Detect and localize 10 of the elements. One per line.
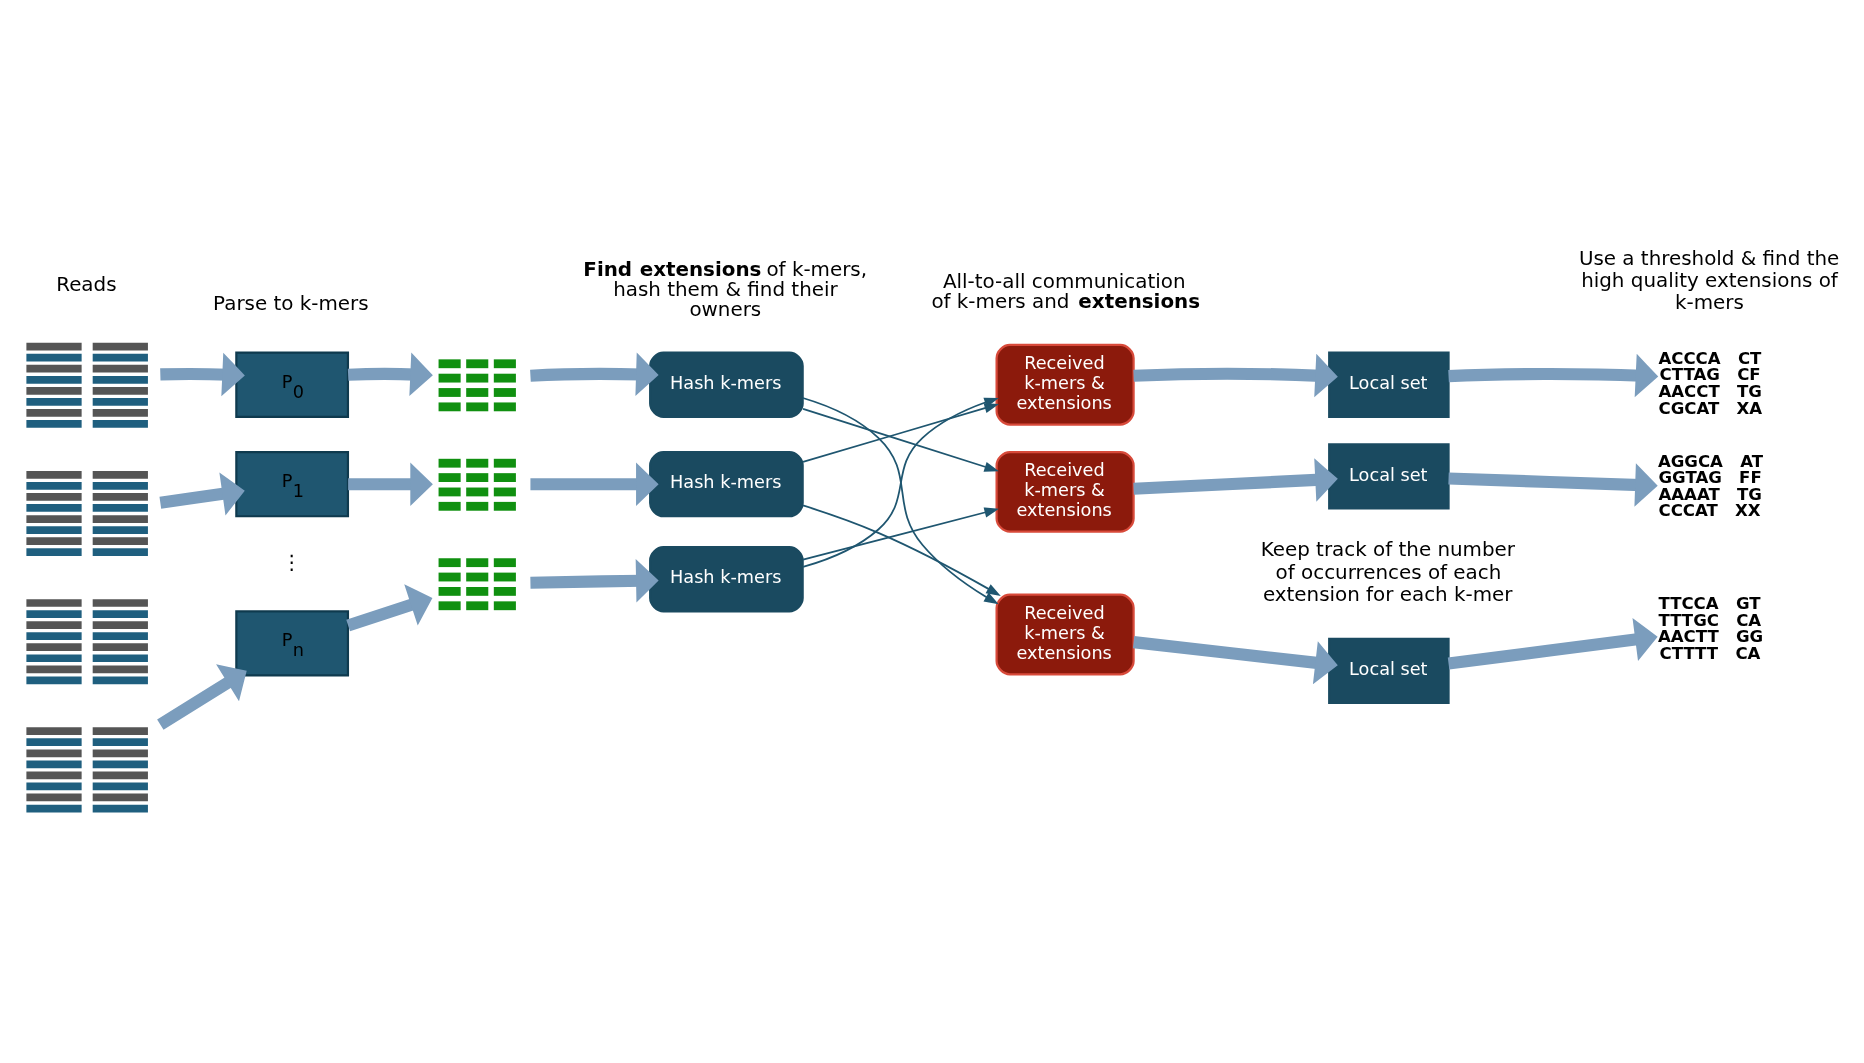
label: Keep track of the number of occurrences of each extension for each k-mer (1260, 537, 1515, 606)
label: All-to-all communication of k-mers and extensions (930, 269, 1200, 313)
label: Use a threshold & find the high quality extensions of k-mers (1578, 246, 1839, 314)
node-text: AGGCA AT GGTAG FF AAAAT TG CCCAT XX (1657, 451, 1763, 520)
node-text: TTCCA GT TTTGC CA AACTT GG CTTTT CA (1657, 593, 1763, 663)
label: Find extensions of k-mers, hash them & find their owners (582, 257, 867, 321)
node-text: ACCCA CT CTTAG CF AACCT TG CGCAT XA (1657, 348, 1762, 417)
label: Parse to k-mers (212, 291, 369, 315)
label: Reads (55, 272, 117, 296)
label: ⋮ (281, 550, 302, 574)
